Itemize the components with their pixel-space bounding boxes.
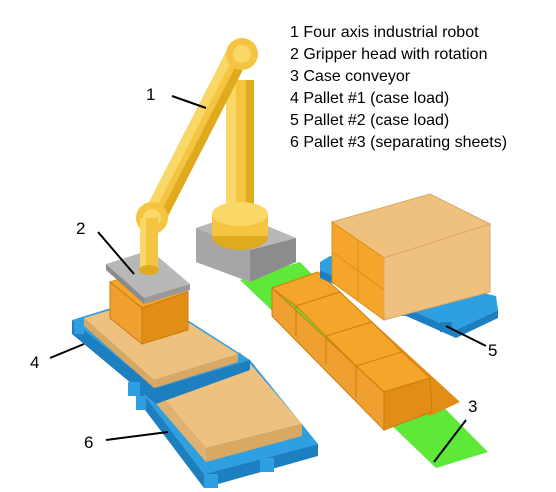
callout-4: 4 xyxy=(30,353,39,372)
legend: 1 Four axis industrial robot 2 Gripper h… xyxy=(290,24,507,151)
callout-2: 2 xyxy=(76,219,85,238)
leader-line-6 xyxy=(105,431,169,441)
leader-line-1 xyxy=(171,95,207,109)
legend-item-6: 6 Pallet #3 (separating sheets) xyxy=(290,134,507,151)
callout-6: 6 xyxy=(84,433,93,452)
legend-item-2: 2 Gripper head with rotation xyxy=(290,46,487,63)
robot-arm xyxy=(136,38,268,275)
leader-line-2 xyxy=(97,231,135,275)
legend-item-3: 3 Case conveyor xyxy=(290,68,411,85)
legend-item-1: 1 Four axis industrial robot xyxy=(290,24,479,41)
pallet-2 xyxy=(320,193,498,338)
callout-5: 5 xyxy=(488,341,497,360)
conveyor-cases xyxy=(270,271,460,432)
callout-3: 3 xyxy=(468,397,477,416)
leader-line-5 xyxy=(445,325,487,347)
leader-line-3 xyxy=(433,419,467,463)
case-conveyor xyxy=(240,262,488,468)
callout-1: 1 xyxy=(146,85,155,104)
legend-item-4: 4 Pallet #1 (case load) xyxy=(290,90,449,107)
legend-item-5: 5 Pallet #2 (case load) xyxy=(290,112,449,129)
leader-line-4 xyxy=(49,343,85,359)
pallet-2-load-right xyxy=(383,223,491,321)
